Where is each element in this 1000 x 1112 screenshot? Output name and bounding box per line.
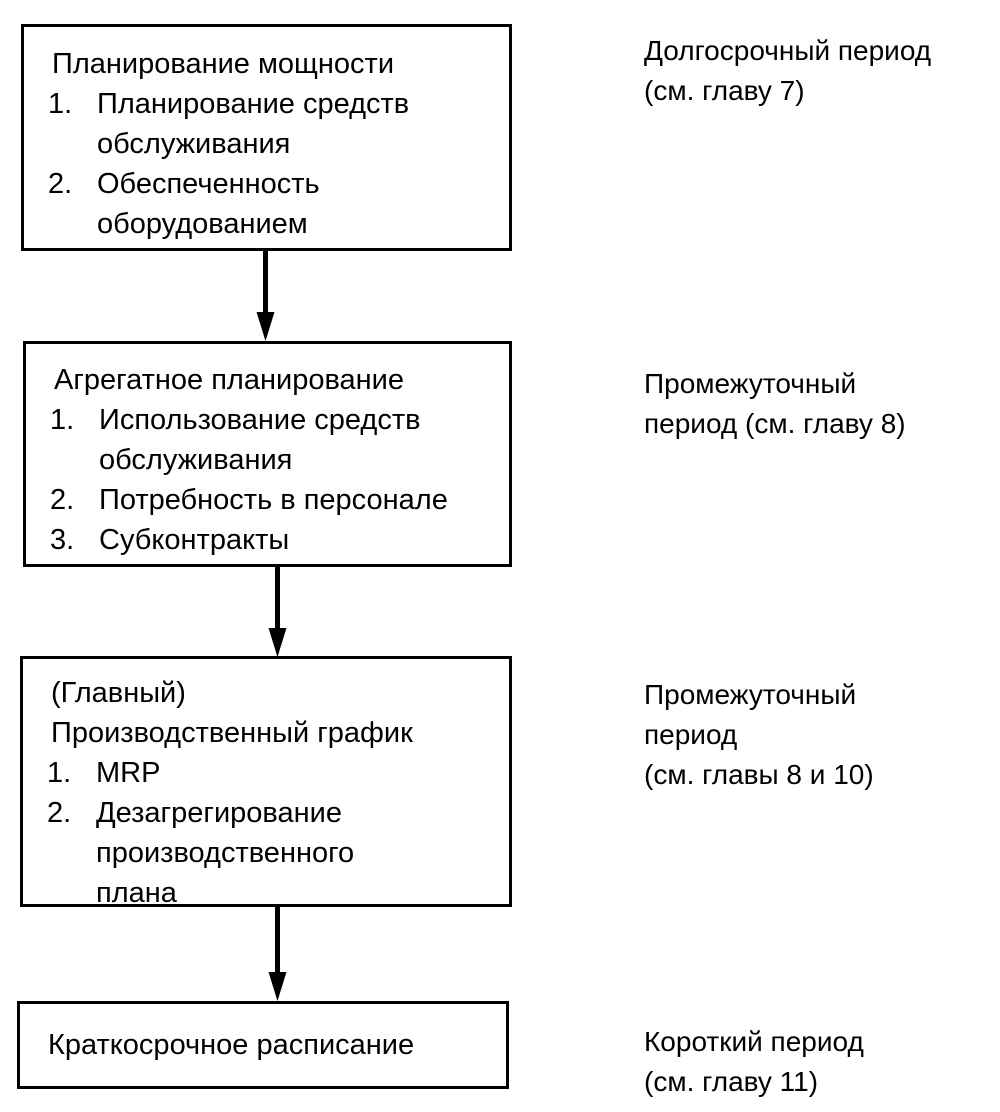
period-label-intermediate-2: Промежуточный период (см. главы 8 и 10) — [644, 675, 874, 795]
node-capacity-planning[interactable]: Планирование мощности 1. Планирование ср… — [21, 24, 512, 251]
node-heading: (Главный) — [51, 677, 186, 709]
period-label-line-2: (см. главу 7) — [644, 75, 805, 106]
arrow-capacity-to-aggregate-icon — [249, 250, 283, 342]
node-list-item: 2. Потребность в персонале — [26, 480, 509, 520]
arrow-aggregate-to-mps-icon — [261, 566, 295, 658]
node-heading: Краткосрочное расписание — [48, 1029, 415, 1061]
list-item-continuation: производственного — [96, 837, 355, 869]
node-list-item: 2. Обеспеченность — [24, 164, 509, 204]
period-label-short-term: Короткий период (см. главу 11) — [644, 1022, 864, 1102]
node-short-term-schedule-content: Краткосрочное расписание — [20, 1025, 506, 1065]
period-label-line-2: период (см. главу 8) — [644, 408, 906, 439]
period-label-intermediate: Промежуточный период (см. главу 8) — [644, 364, 906, 444]
period-label-line-2: период — [644, 719, 738, 750]
period-label-line-1: Промежуточный — [644, 679, 857, 710]
list-item-number: 1. — [50, 404, 75, 436]
node-master-production-schedule[interactable]: (Главный) Производственный график 1. MRP… — [20, 656, 512, 909]
period-label-line-1: Промежуточный — [644, 368, 857, 399]
list-item-text: Планирование средств — [97, 88, 410, 120]
list-item-text: Потребность в персонале — [99, 484, 448, 516]
list-item-text: MRP — [96, 757, 161, 789]
list-item-continuation: оборудованием — [97, 208, 308, 240]
list-item-text: Дезагрегирование — [96, 797, 342, 829]
period-label-long-term: Долгосрочный период (см. главу 7) — [644, 31, 931, 111]
node-list-item: 3. Субконтракты — [26, 520, 509, 560]
node-list-item: 2. Дезагрегирование — [23, 793, 509, 833]
node-heading: Агрегатное планирование — [54, 364, 404, 396]
node-master-production-schedule-content: (Главный) Производственный график 1. MRP… — [23, 673, 509, 913]
node-aggregate-planning-content: Агрегатное планирование 1. Использование… — [26, 360, 509, 560]
node-heading-secondary: Производственный график — [51, 717, 413, 749]
list-item-continuation: обслуживания — [97, 128, 291, 160]
list-item-continuation: обслуживания — [99, 444, 293, 476]
list-item-text: Обеспеченность — [97, 168, 320, 200]
list-item-continuation-2: плана — [96, 877, 177, 909]
period-label-line-3: (см. главы 8 и 10) — [644, 759, 874, 790]
node-aggregate-planning[interactable]: Агрегатное планирование 1. Использование… — [23, 341, 512, 567]
node-list-item: 1. Планирование средств — [24, 84, 509, 124]
period-label-line-1: Долгосрочный период — [644, 35, 932, 66]
node-heading: Планирование мощности — [52, 48, 395, 80]
arrow-mps-to-shortterm-icon — [261, 906, 295, 1002]
list-item-number: 2. — [47, 797, 72, 829]
period-label-line-1: Короткий период — [644, 1026, 864, 1057]
node-short-term-schedule[interactable]: Краткосрочное расписание — [17, 1001, 509, 1089]
list-item-number: 3. — [50, 524, 75, 556]
list-item-text: Использование средств — [99, 404, 421, 436]
node-capacity-planning-content: Планирование мощности 1. Планирование ср… — [24, 44, 509, 244]
list-item-number: 1. — [47, 757, 72, 789]
node-list-item: 1. MRP — [23, 753, 509, 793]
list-item-text: Субконтракты — [99, 524, 290, 556]
node-list-item: 1. Использование средств — [26, 400, 509, 440]
list-item-number: 1. — [48, 88, 73, 120]
list-item-number: 2. — [48, 168, 73, 200]
period-label-line-2: (см. главу 11) — [644, 1066, 819, 1097]
list-item-number: 2. — [50, 484, 75, 516]
